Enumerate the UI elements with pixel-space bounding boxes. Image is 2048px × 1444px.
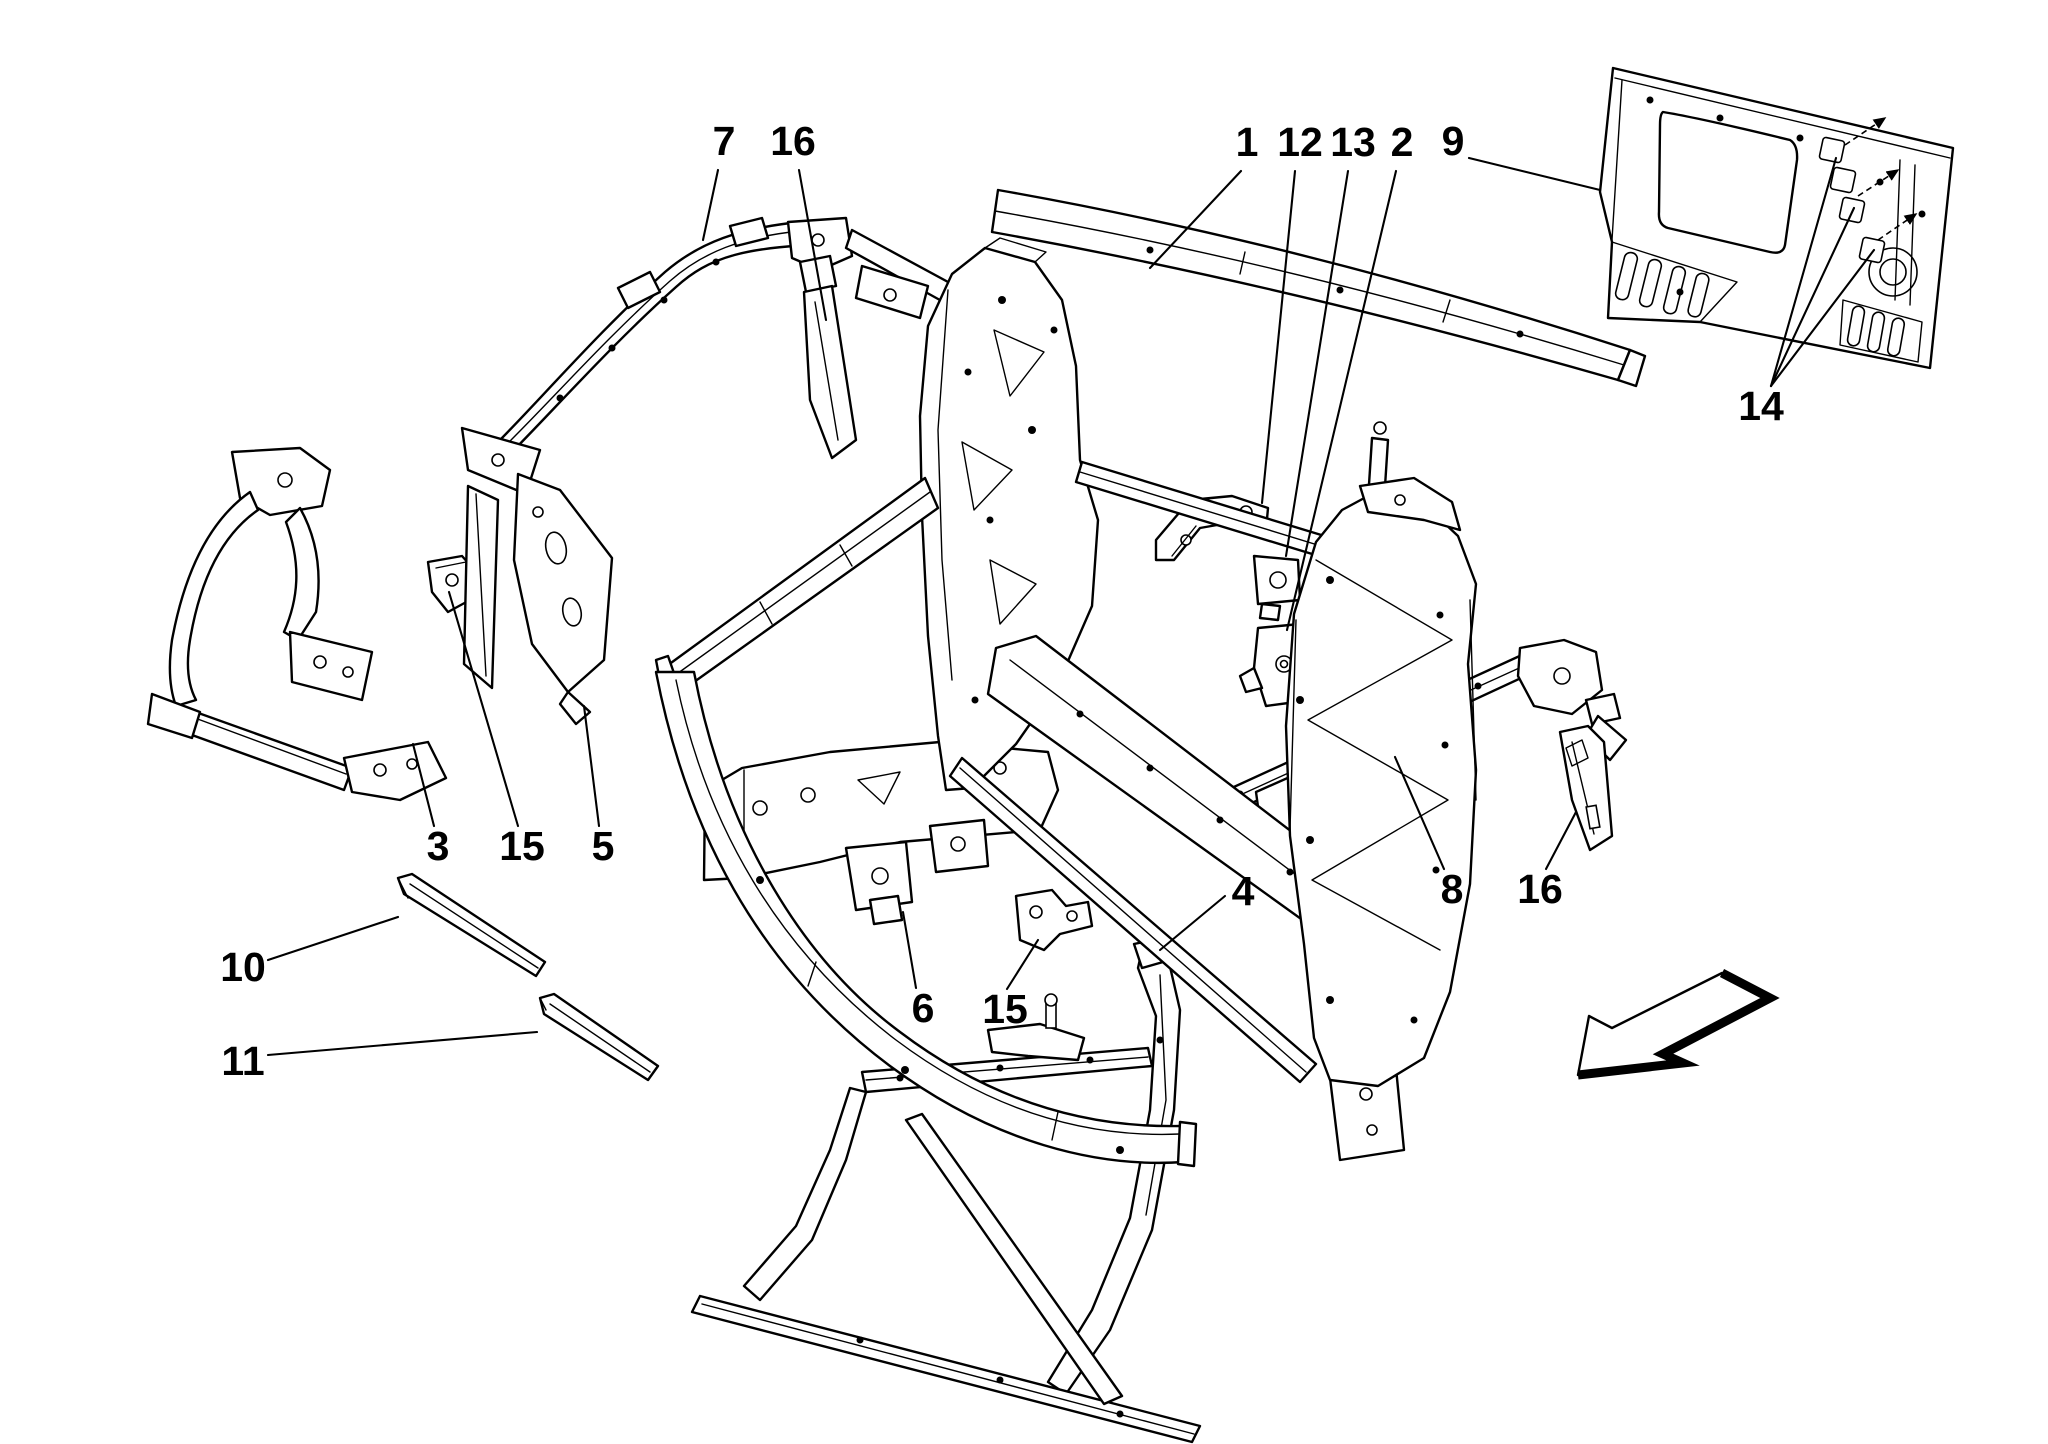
callout-9-label: 9	[1442, 118, 1465, 164]
callout-11-label: 11	[221, 1038, 264, 1084]
callout-6-label: 6	[912, 985, 935, 1031]
curved-cross-beam-part	[990, 188, 1647, 388]
callout-13-label: 13	[1330, 119, 1376, 165]
callout-4-label: 4	[1232, 868, 1255, 914]
callout-8-label: 8	[1441, 866, 1464, 912]
callout-2-label: 2	[1391, 119, 1414, 165]
leader-line-3	[411, 742, 436, 828]
leader-line-2	[1285, 169, 1398, 632]
upper-left-rail-part	[460, 216, 1002, 496]
clip-bracket-13-part	[1252, 554, 1302, 622]
leader-line-15b	[1005, 938, 1040, 991]
leader-line-16a	[797, 168, 828, 322]
callout-12-label: 12	[1277, 119, 1323, 165]
leader-line-7	[701, 168, 720, 242]
leader-line-8	[1393, 755, 1446, 871]
leader-line-15a	[447, 590, 520, 828]
callout-3-label: 3	[427, 823, 450, 869]
callout-1-label: 1	[1236, 119, 1259, 165]
firewall-panel-part	[1598, 66, 1955, 370]
direction-arrow	[1576, 969, 1780, 1080]
leader-line-11	[266, 1030, 539, 1057]
leader-line-13	[1284, 169, 1350, 558]
leader-line-14	[1769, 248, 1876, 388]
leader-line-12	[1260, 169, 1297, 505]
leader-line-9	[1467, 156, 1602, 192]
small-bracket-15-right-part	[1014, 888, 1094, 952]
support-bracket-5-part	[462, 472, 614, 726]
leader-line-14	[1769, 156, 1838, 388]
callout-15b-label: 15	[982, 986, 1028, 1032]
callout-15a-label: 15	[499, 823, 545, 869]
leader-line-14	[1769, 206, 1856, 388]
callout-5-label: 5	[592, 823, 615, 869]
leader-line-1	[1148, 169, 1243, 270]
lower-front-frame-part	[690, 936, 1202, 1444]
strip-10-part	[396, 872, 547, 978]
callout-10-label: 10	[220, 944, 266, 990]
leader-line-10	[266, 915, 400, 962]
central-main-frame-part	[654, 237, 1478, 1168]
leader-line-5	[582, 704, 601, 828]
leader-line-6	[901, 910, 918, 990]
direction-arrow-shadow-edge	[1577, 969, 1780, 1080]
leader-line-4	[1158, 894, 1227, 952]
callout-16a-label: 16	[770, 118, 816, 164]
callout-14-label: 14	[1738, 383, 1784, 429]
callout-leader-lines	[266, 156, 1876, 1057]
callout-16b-label: 16	[1517, 866, 1563, 912]
strip-11-part	[538, 992, 660, 1082]
leader-line-16b	[1544, 810, 1578, 871]
callout-7-label: 7	[713, 118, 736, 164]
blade-bracket-16-right-part	[1558, 724, 1614, 852]
left-pillar-assembly-part	[146, 446, 448, 802]
